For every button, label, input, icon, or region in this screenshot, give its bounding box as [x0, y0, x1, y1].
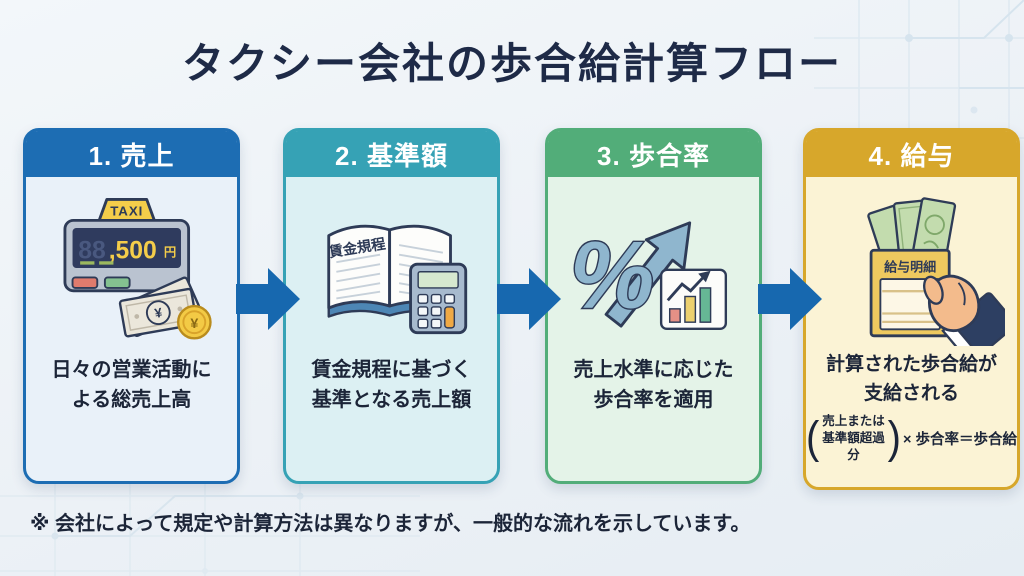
step2-header: 2. 基準額 — [286, 131, 497, 177]
pay-envelope-in-hand-icon: 給与明細 — [806, 183, 1017, 351]
flow-arrow-icon — [497, 268, 561, 330]
yen-coin-icon: ¥ — [176, 304, 212, 340]
step1-description: 日々の営業活動に よる総売上高 — [26, 355, 237, 415]
step4-desc-line2: 支給される — [863, 382, 959, 404]
step2-desc-line2: 基準となる売上額 — [311, 389, 472, 411]
taxi-sign-label: TAXI — [110, 204, 143, 219]
bill-yen-symbol: ¥ — [153, 305, 163, 321]
step-card-salary: 4. 給与 給与明細 — [803, 128, 1020, 490]
page-title: タクシー会社の歩合給計算フロー — [181, 40, 842, 87]
step1-header: 1. 売上 — [26, 131, 237, 177]
formula-close-paren: ) — [887, 413, 901, 463]
formula-line1: 売上または — [822, 414, 885, 428]
step3-header-label: 3. 歩合率 — [597, 140, 710, 171]
money-bills-icon: ¥ — [118, 276, 200, 338]
percent-growth-chart-icon: % — [548, 183, 759, 351]
pay-slip-label: 給与明細 — [884, 260, 936, 275]
step-card-commission-rate: 3. 歩合率 % 売上水準に応じた 歩合率を適用 — [545, 128, 762, 484]
taxi-meter-and-money-icon: TAXI 88 ,500 円 — [26, 183, 237, 351]
hand-icon — [922, 274, 1005, 346]
step3-description: 売上水準に応じた 歩合率を適用 — [548, 355, 759, 415]
step4-header: 4. 給与 — [806, 131, 1017, 177]
percent-symbol: % — [569, 223, 654, 329]
step2-desc-line1: 賃金規程に基づく — [311, 359, 472, 381]
step4-description: 計算された歩合給が 支給される — [806, 351, 1017, 408]
formula-open-paren: ( — [806, 413, 820, 463]
step4-desc-line1: 計算された歩合給が — [825, 354, 997, 375]
step3-desc-line2: 歩合率を適用 — [593, 389, 714, 411]
wage-rules-book-and-calculator-icon: 賃金規程 — [286, 183, 497, 351]
meter-ghost-digits: 88 — [78, 237, 106, 264]
meter-yen-unit: 円 — [163, 246, 175, 260]
step1-header-label: 1. 売上 — [88, 140, 175, 171]
flow-arrow-icon — [236, 268, 300, 330]
formula-line2: 基準額超過分 — [822, 430, 885, 462]
step3-header: 3. 歩合率 — [548, 131, 759, 177]
step4-header-label: 4. 給与 — [868, 140, 955, 171]
step2-description: 賃金規程に基づく 基準となる売上額 — [286, 355, 497, 415]
calculator-icon — [408, 262, 467, 335]
commission-formula: ( 売上または 基準額超過分 ) × 歩合率＝歩合給 — [806, 413, 1017, 464]
step1-desc-line2: よる総売上高 — [71, 389, 192, 411]
taxi-meter-icon: 88 ,500 円 — [63, 218, 190, 293]
step2-header-label: 2. 基準額 — [335, 140, 448, 171]
flow-arrow-icon — [758, 268, 822, 330]
growth-arrow-icon — [604, 221, 691, 328]
formula-fraction: 売上または 基準額超過分 — [820, 413, 886, 464]
meter-fare-value: ,500 — [108, 237, 156, 264]
taxi-sign-icon: TAXI — [97, 198, 156, 222]
step1-desc-line1: 日々の営業活動に — [51, 359, 212, 381]
step-card-sales: 1. 売上 TAXI 88 ,500 円 — [23, 128, 240, 484]
coin-yen-symbol: ¥ — [190, 316, 198, 332]
formula-result: × 歩合率＝歩合給 — [903, 431, 1017, 448]
step3-desc-line1: 売上水準に応じた — [573, 359, 734, 381]
bar-chart-icon — [659, 268, 727, 331]
footnote: ※ 会社によって規定や計算方法は異なりますが、一般的な流れを示しています。 — [30, 513, 751, 535]
step-card-base-amount: 2. 基準額 賃金規程 — [283, 128, 500, 484]
